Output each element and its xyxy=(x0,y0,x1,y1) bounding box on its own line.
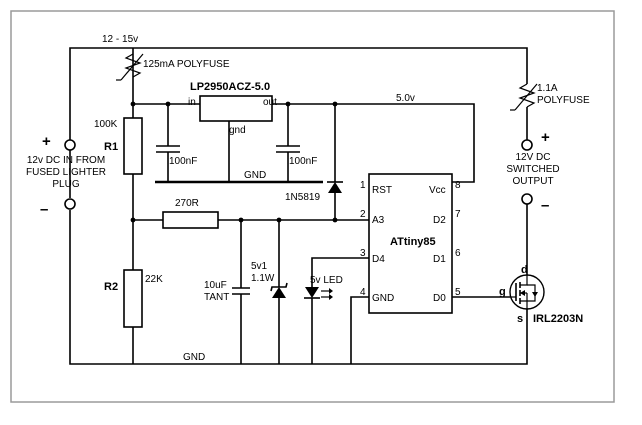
input-plus-sign: + xyxy=(42,133,51,150)
led-label: 5v LED xyxy=(310,275,343,286)
mcu-pin-number: 5 xyxy=(455,287,461,298)
input-desc-line2: FUSED LIGHTER xyxy=(26,167,106,178)
r1-resistor xyxy=(123,117,143,175)
mosfet-gate-label: g xyxy=(499,286,506,298)
mosfet-part: IRL2203N xyxy=(533,313,583,325)
supply-voltage-label: 12 - 15v xyxy=(102,34,138,45)
mcu-pin-number: 7 xyxy=(455,209,461,220)
mcu-pin-label: A3 xyxy=(372,215,385,226)
mcu-pin-number: 3 xyxy=(360,248,366,259)
mcu-pin-number: 4 xyxy=(360,287,366,298)
output-negative-terminal xyxy=(521,193,533,205)
output-polyfuse xyxy=(510,83,538,140)
mcu-pin-number: 6 xyxy=(455,248,461,259)
regulator-in-pin: in xyxy=(188,97,196,108)
mcu-pin-label: RST xyxy=(372,185,392,196)
tant-type: TANT xyxy=(204,292,229,303)
mcu-pin-number: 1 xyxy=(360,180,366,191)
r2-resistor xyxy=(123,269,143,328)
top-supply-rail xyxy=(69,47,528,365)
input-polyfuse-label: 125mA POLYFUSE xyxy=(143,59,230,70)
zener-diode xyxy=(270,220,288,364)
input-capacitor xyxy=(156,104,180,182)
mosfet xyxy=(509,274,545,310)
bottom-gnd-label: GND xyxy=(183,352,205,363)
output-capacitor xyxy=(276,104,300,182)
tantalum-capacitor xyxy=(232,220,250,364)
mcu-box xyxy=(368,173,453,314)
mcu-pin-number: 8 xyxy=(455,180,461,191)
mcu-pin-label: D1 xyxy=(433,254,446,265)
mosfet-source-label: s xyxy=(517,313,523,325)
status-led xyxy=(304,287,333,364)
output-minus-sign: – xyxy=(541,197,549,214)
regulator-gnd-label: GND xyxy=(244,170,266,181)
input-desc-line3: PLUG xyxy=(52,179,79,190)
regulator-box xyxy=(199,95,273,122)
mcu-pin-label: D2 xyxy=(433,215,446,226)
schottky-diode xyxy=(327,104,343,220)
mosfet-drain-label: d xyxy=(521,264,528,276)
regulator-out-pin: out xyxy=(263,97,277,108)
series-resistor-value: 270R xyxy=(175,198,199,209)
input-minus-sign: – xyxy=(40,201,48,218)
r1-name: R1 xyxy=(104,141,118,153)
zener-power: 1.1W xyxy=(251,273,275,284)
d4-wire xyxy=(311,257,369,287)
five-volt-label: 5.0v xyxy=(396,93,415,104)
junction-dot xyxy=(332,217,338,223)
five-volt-rail xyxy=(272,103,475,183)
mcu-pin-label: D0 xyxy=(433,293,446,304)
output-polyfuse-type: POLYFUSE xyxy=(537,95,590,106)
regulator-part: LP2950ACZ-5.0 xyxy=(190,81,270,93)
mcu-pin-label: Vcc xyxy=(429,185,446,196)
diode-label: 1N5819 xyxy=(285,192,320,203)
output-desc-line1: 12V DC xyxy=(515,152,550,163)
output-positive-terminal xyxy=(521,139,533,151)
output-desc-line3: OUTPUT xyxy=(512,176,553,187)
regulator-gnd-pin: gnd xyxy=(229,125,246,136)
output-plus-sign: + xyxy=(541,129,550,146)
input-positive-terminal xyxy=(64,139,76,151)
mcu-pin-label: D4 xyxy=(372,254,385,265)
mcu-pin-label: GND xyxy=(372,293,394,304)
output-cap-value: 100nF xyxy=(289,156,317,167)
tant-value: 10uF xyxy=(204,280,227,291)
input-desc-line1: 12v DC IN FROM xyxy=(27,155,105,166)
zener-value: 5v1 xyxy=(251,261,268,272)
output-polyfuse-rating: 1.1A xyxy=(537,83,558,94)
input-negative-terminal xyxy=(64,198,76,210)
mcu-pin-number: 2 xyxy=(360,209,366,220)
series-resistor xyxy=(162,211,219,229)
output-desc-line2: SWITCHED xyxy=(506,164,559,175)
r2-value: 22K xyxy=(145,274,163,285)
mcu-name: ATtiny85 xyxy=(390,236,436,248)
input-cap-value: 100nF xyxy=(169,156,197,167)
r2-name: R2 xyxy=(104,281,118,293)
mcu-gnd-wire xyxy=(350,296,369,364)
junction-dot xyxy=(165,101,171,107)
r1-value: 100K xyxy=(94,119,118,130)
